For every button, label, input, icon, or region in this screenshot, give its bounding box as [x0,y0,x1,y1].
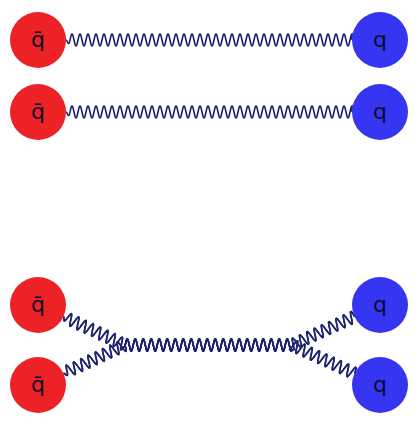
antiquark-circle: q̄ [10,357,66,413]
quark-label: q [373,294,387,316]
quark-label: q̄ [31,101,45,123]
gluon-spring [63,314,356,377]
gluon-spring [66,106,352,118]
gluon-spring [66,34,352,46]
antiquark-circle: q̄ [10,12,66,68]
quark-circle: q [352,12,408,68]
quark-label: q [373,29,387,51]
quark-label: q̄ [31,294,45,316]
quark-label: q̄ [31,374,45,396]
quark-circle: q [352,277,408,333]
quark-circle: q [352,84,408,140]
quark-label: q̄ [31,29,45,51]
quark-label: q [373,374,387,396]
gluon-spring [63,339,356,377]
quark-label: q [373,101,387,123]
antiquark-circle: q̄ [10,84,66,140]
antiquark-circle: q̄ [10,277,66,333]
quark-circle: q [352,357,408,413]
